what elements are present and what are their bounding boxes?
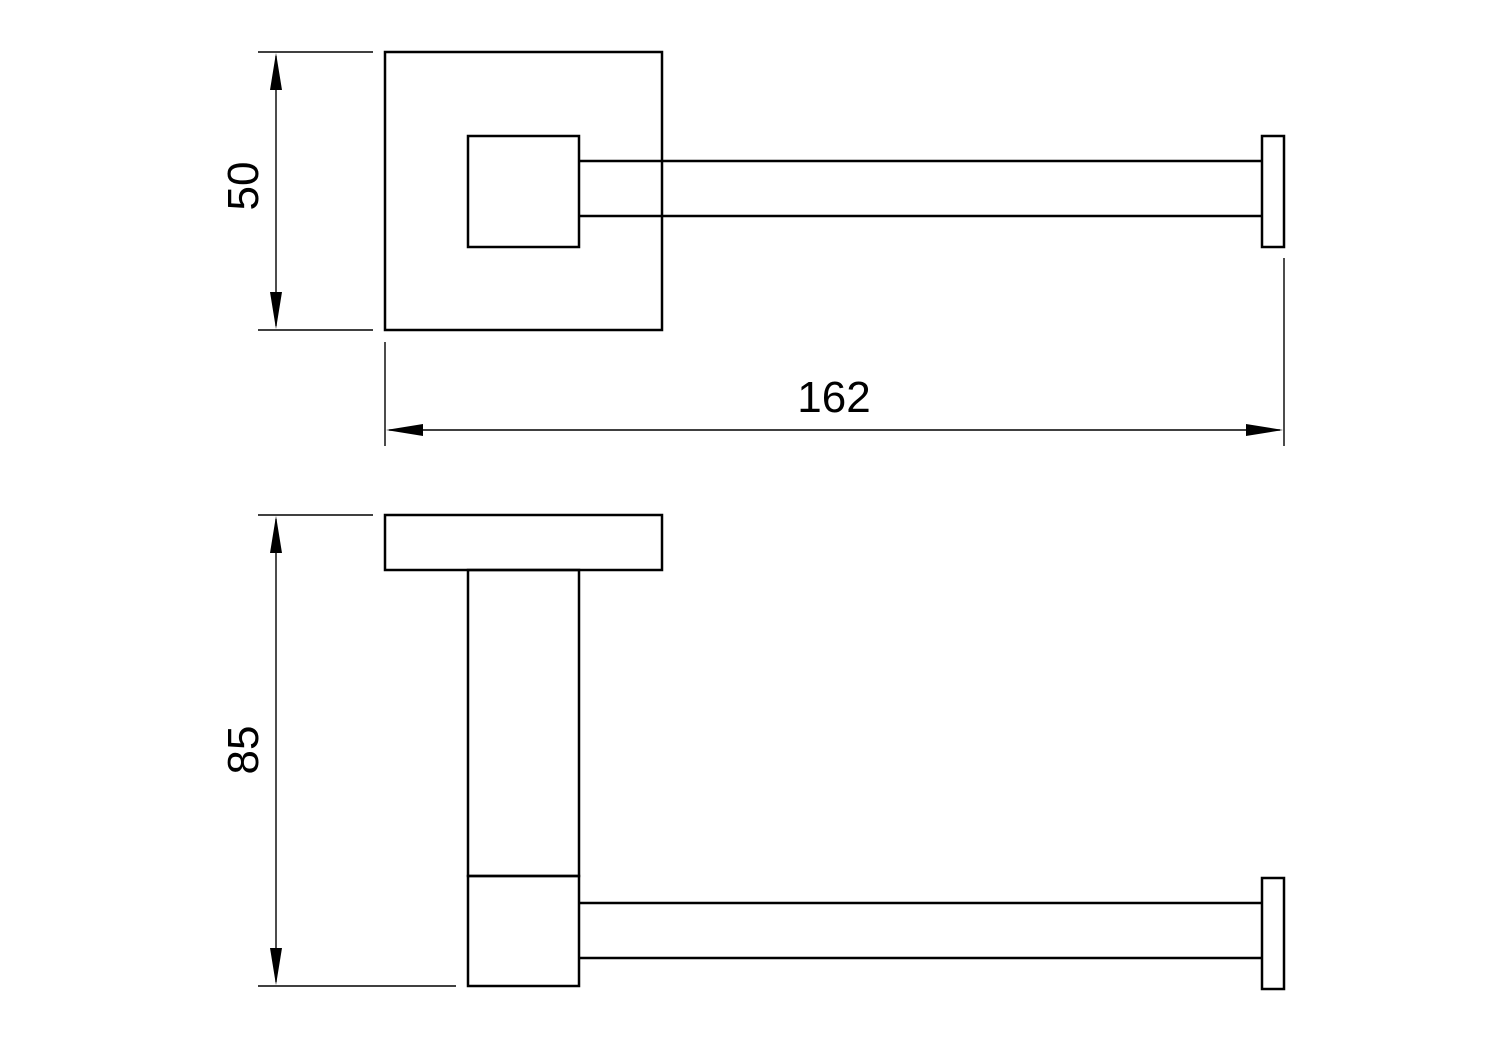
width-dimension-label: 162 bbox=[797, 373, 870, 422]
front-end-cap bbox=[1260, 134, 1286, 249]
dimension-width: 162 bbox=[384, 258, 1285, 446]
side-arm bbox=[579, 901, 1262, 960]
side-wall-plate bbox=[383, 513, 664, 572]
front-view bbox=[383, 50, 1286, 332]
depth-arrow-top bbox=[270, 516, 282, 553]
front-wall-plate bbox=[383, 50, 664, 332]
depth-dimension-label: 85 bbox=[219, 726, 268, 775]
width-arrow-right bbox=[1246, 424, 1283, 436]
dimension-depth: 85 bbox=[219, 514, 456, 987]
width-arrow-left bbox=[386, 424, 423, 436]
front-arm bbox=[579, 159, 1262, 218]
side-end-cap bbox=[1260, 876, 1286, 991]
side-stem bbox=[466, 568, 581, 878]
height-dimension-label: 50 bbox=[219, 162, 268, 211]
front-hub bbox=[466, 134, 581, 249]
height-arrow-top bbox=[270, 53, 282, 90]
height-arrow-bottom bbox=[270, 292, 282, 329]
side-view bbox=[383, 513, 1286, 991]
depth-arrow-bottom bbox=[270, 948, 282, 985]
dimension-height: 50 bbox=[219, 51, 373, 331]
side-hub bbox=[466, 874, 581, 988]
